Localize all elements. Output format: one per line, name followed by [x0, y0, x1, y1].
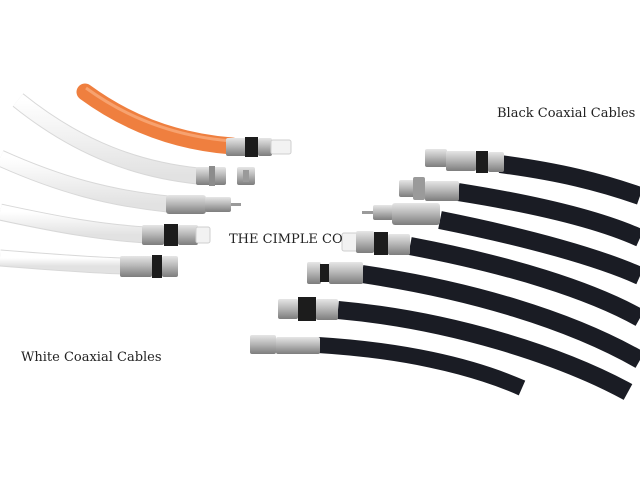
black-cable [498, 155, 640, 205]
compression-connector [425, 149, 504, 173]
f-connector [250, 335, 320, 354]
black-cable [408, 237, 640, 326]
bnc-connector [196, 166, 255, 186]
compression-connector [341, 231, 410, 255]
white-cable [0, 249, 123, 275]
compression-connector [120, 255, 178, 278]
compression-connector [278, 297, 338, 321]
rca-connector [166, 195, 241, 214]
white-cable [12, 93, 199, 185]
compression-connector [226, 137, 292, 157]
compression-connector [142, 224, 211, 246]
black-cable [337, 301, 633, 400]
black-cable [360, 265, 640, 368]
bnc-connector [399, 177, 459, 201]
orange-cable [76, 83, 241, 155]
black-cable [438, 211, 640, 285]
black-cable-group [250, 149, 640, 400]
brand-label: THE CIMPLE CO [229, 232, 343, 247]
white-cable-group [0, 83, 292, 278]
white-cable [0, 203, 147, 244]
black-cables-label: Black Coaxial Cables [497, 106, 636, 121]
black-cable [456, 183, 640, 247]
black-cable [317, 337, 526, 396]
rca-connector [362, 203, 440, 225]
white-cable [0, 150, 169, 213]
white-cables-label: White Coaxial Cables [21, 350, 162, 365]
compression-connector [307, 262, 363, 284]
